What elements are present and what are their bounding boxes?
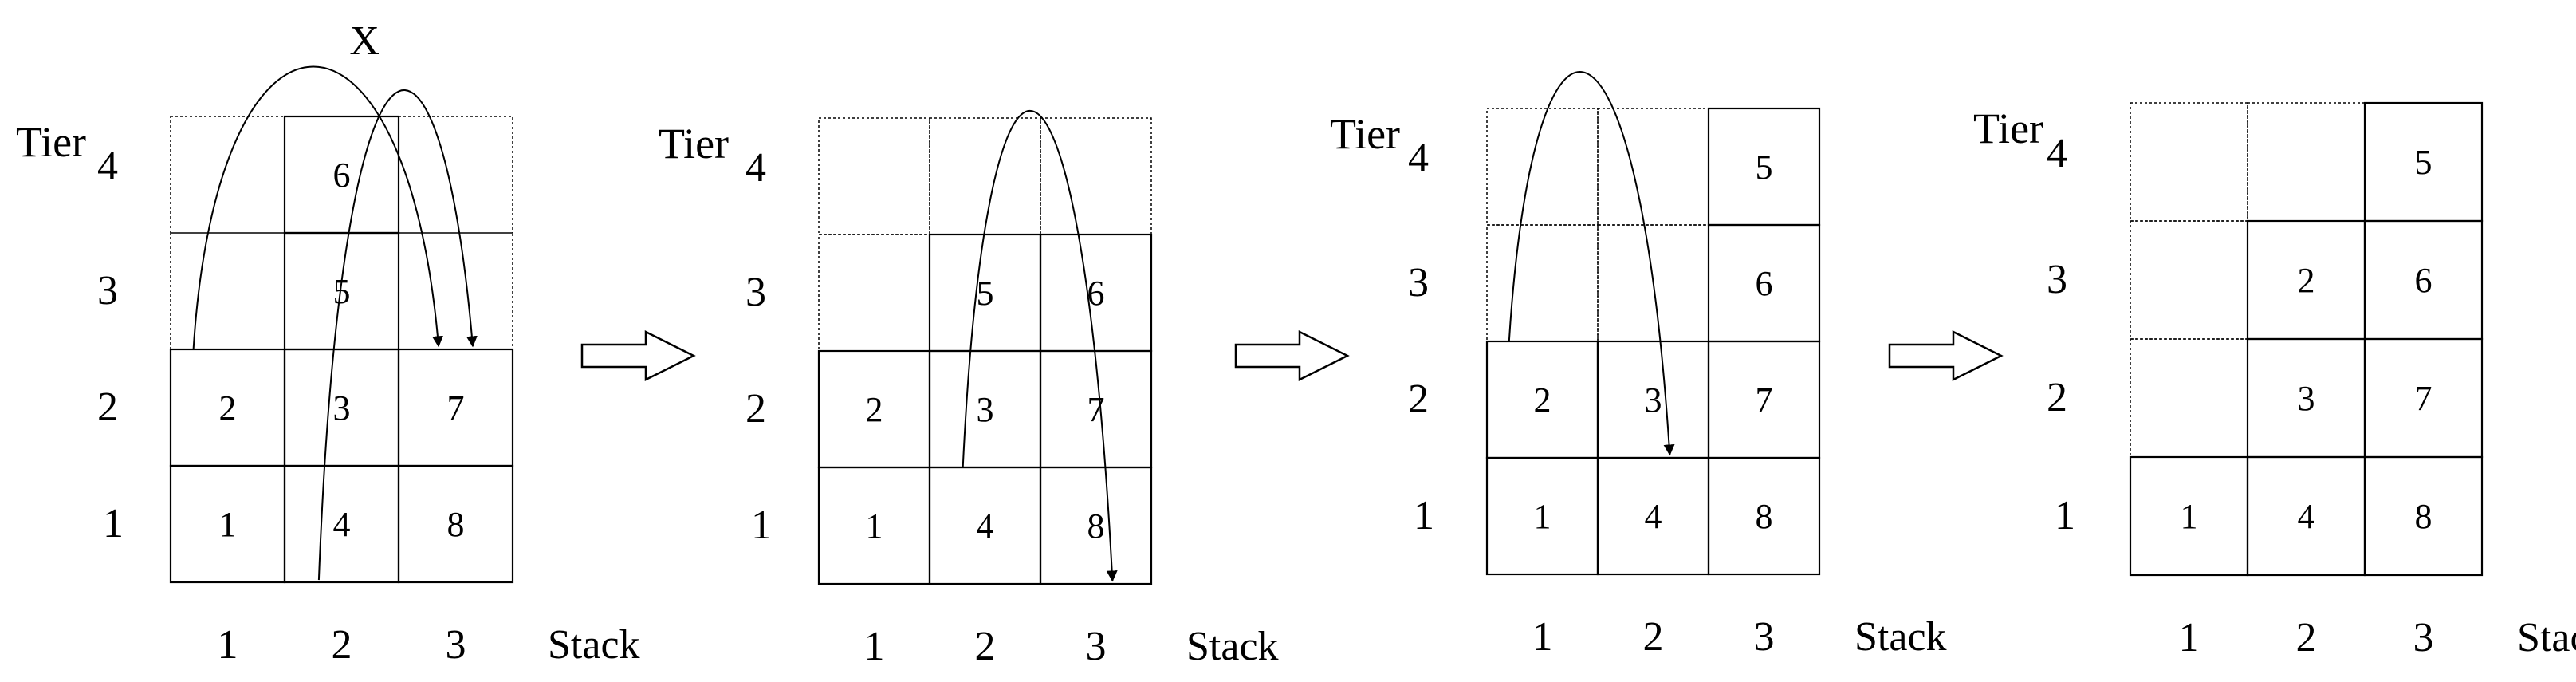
container-6: 6 xyxy=(333,156,351,195)
tier-axis-label: Tier xyxy=(659,120,729,168)
container-1: 1 xyxy=(1534,497,1551,536)
stack-number-2: 2 xyxy=(332,622,352,668)
container-7: 7 xyxy=(2415,379,2432,418)
container-1: 1 xyxy=(866,507,883,546)
tier-number-4: 4 xyxy=(1408,136,1429,181)
relocation-arc xyxy=(962,110,1118,582)
container-4: 4 xyxy=(977,507,994,546)
stack-axis-label: Stack xyxy=(548,622,640,668)
container-7: 7 xyxy=(1756,380,1773,420)
tier-number-4: 4 xyxy=(2047,131,2067,176)
stack-number-3: 3 xyxy=(1754,614,1775,660)
container-5: 5 xyxy=(1756,148,1773,187)
stack-number-1: 1 xyxy=(218,622,238,668)
container-6: 6 xyxy=(2415,261,2432,300)
tier-axis-label: Tier xyxy=(1330,110,1400,158)
tier-number-1: 1 xyxy=(2055,493,2075,538)
container-1: 1 xyxy=(219,505,237,544)
empty-slot xyxy=(398,232,513,350)
stack-number-3: 3 xyxy=(446,622,466,668)
empty-slot xyxy=(929,117,1041,235)
container-4: 4 xyxy=(2298,497,2315,536)
container-6: 6 xyxy=(1087,274,1105,313)
container-slot xyxy=(397,464,514,584)
empty-slot xyxy=(1597,108,1709,226)
container-2: 2 xyxy=(2298,261,2315,300)
container-3: 3 xyxy=(977,390,994,429)
tier-axis-label: Tier xyxy=(1973,104,2043,152)
container-5: 5 xyxy=(2415,143,2432,182)
empty-slot xyxy=(170,116,285,234)
empty-slot xyxy=(2130,220,2248,340)
stack-number-3: 3 xyxy=(1086,624,1107,669)
container-slot xyxy=(2363,455,2484,577)
tier-number-3: 3 xyxy=(1408,260,1429,306)
empty-slot xyxy=(1486,108,1599,226)
forbidden-move-arc xyxy=(192,65,443,350)
tier-number-1: 1 xyxy=(751,503,772,548)
tier-number-1: 1 xyxy=(103,501,124,546)
container-4: 4 xyxy=(333,505,351,544)
empty-slot xyxy=(1486,224,1599,342)
stack-number-2: 2 xyxy=(2296,615,2317,660)
empty-slot xyxy=(1040,117,1152,235)
tier-number-2: 2 xyxy=(745,386,766,432)
container-slot xyxy=(1039,466,1153,585)
stack-axis-label: Stack xyxy=(1854,614,1947,660)
container-slot xyxy=(1707,456,1821,576)
stack-axis-label: Stack xyxy=(2517,615,2576,660)
stack-number-1: 1 xyxy=(1532,614,1553,660)
stack-number-3: 3 xyxy=(2413,615,2434,660)
stack-axis-label: Stack xyxy=(1186,624,1279,669)
empty-slot xyxy=(398,116,513,234)
container-6: 6 xyxy=(1756,264,1773,303)
container-2: 2 xyxy=(1534,380,1551,420)
transition-arrow xyxy=(580,329,696,382)
container-3: 3 xyxy=(2298,379,2315,418)
container-5: 5 xyxy=(977,274,994,313)
transition-arrow xyxy=(1888,329,2004,382)
container-8: 8 xyxy=(1087,507,1105,546)
container-2: 2 xyxy=(219,388,237,428)
empty-slot xyxy=(170,232,285,350)
container-8: 8 xyxy=(1756,497,1773,536)
stack-number-1: 1 xyxy=(2179,615,2200,660)
tier-number-2: 2 xyxy=(1408,376,1429,422)
stack-number-2: 2 xyxy=(1643,614,1664,660)
relocation-arc xyxy=(317,89,478,581)
transition-arrow xyxy=(1234,329,1350,382)
tier-number-3: 3 xyxy=(2047,257,2067,302)
tier-number-1: 1 xyxy=(1414,493,1434,538)
empty-slot xyxy=(2130,102,2248,222)
container-7: 7 xyxy=(447,388,465,428)
container-5: 5 xyxy=(333,272,351,311)
tier-number-3: 3 xyxy=(97,268,118,313)
container-2: 2 xyxy=(866,390,883,429)
tier-number-2: 2 xyxy=(97,384,118,430)
empty-slot xyxy=(2130,338,2248,458)
container-3: 3 xyxy=(333,388,351,428)
empty-slot xyxy=(2247,102,2366,222)
relocation-arc xyxy=(1508,71,1675,456)
container-1: 1 xyxy=(2181,497,2198,536)
tier-number-4: 4 xyxy=(745,145,766,191)
stack-number-1: 1 xyxy=(864,624,885,669)
tier-axis-label: Tier xyxy=(16,118,86,166)
container-8: 8 xyxy=(2415,497,2432,536)
empty-slot xyxy=(818,117,930,235)
empty-slot xyxy=(818,234,930,352)
tier-number-4: 4 xyxy=(97,144,118,189)
container-8: 8 xyxy=(447,505,465,544)
tier-number-3: 3 xyxy=(745,270,766,315)
stack-number-2: 2 xyxy=(975,624,996,669)
tier-number-2: 2 xyxy=(2047,375,2067,420)
forbidden-move-mark: X xyxy=(349,18,380,64)
container-4: 4 xyxy=(1645,497,1662,536)
container-3: 3 xyxy=(1645,380,1662,420)
